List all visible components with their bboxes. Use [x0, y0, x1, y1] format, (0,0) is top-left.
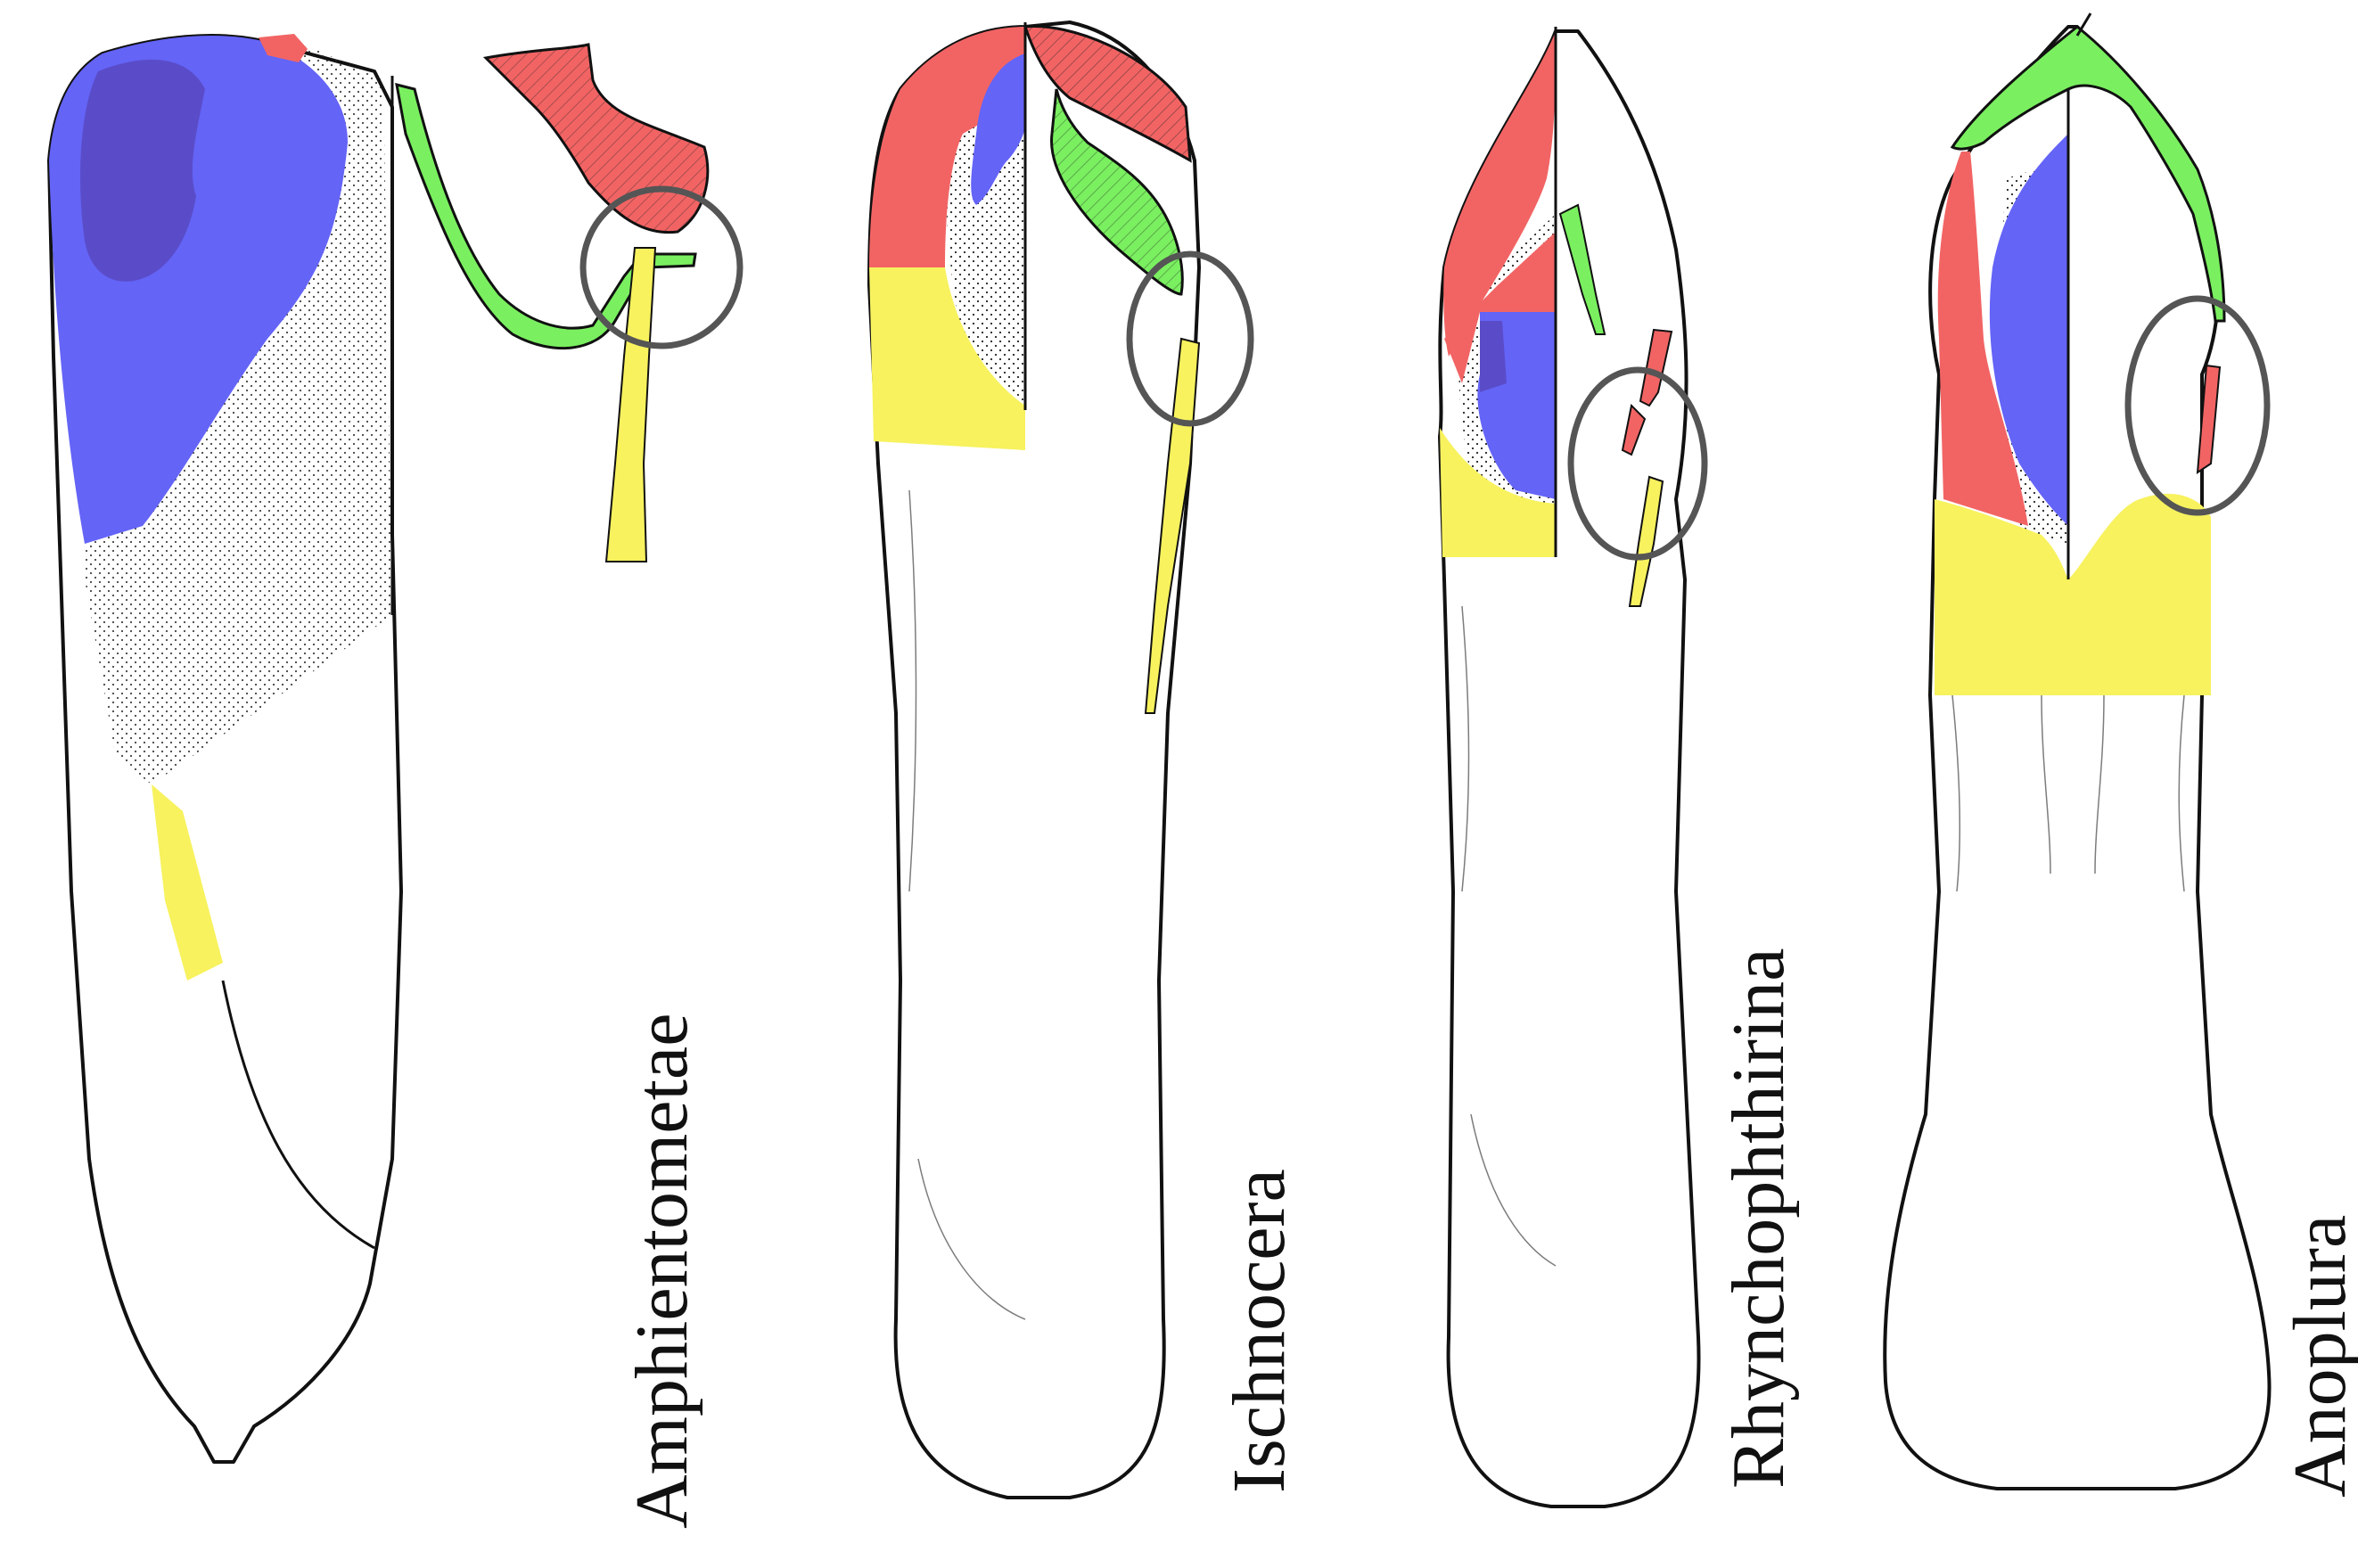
panel-anoplura: Anoplura	[1885, 13, 2358, 1498]
dark-blue-overlap	[1480, 321, 1507, 392]
panel-rhynchophthirina: Rhynchophthirina	[1440, 27, 1800, 1506]
panel-ischnocera: Ischnocera	[869, 22, 1301, 1498]
panel-label: Anoplura	[2279, 1215, 2358, 1498]
hatched-red-structure-lines	[486, 45, 708, 233]
panel-amphientometae: Amphientometae	[49, 34, 740, 1529]
panel-label: Amphientometae	[620, 1014, 703, 1529]
panel-label: Rhynchophthirina	[1717, 948, 1800, 1489]
panel-label: Ischnocera	[1218, 1169, 1301, 1493]
